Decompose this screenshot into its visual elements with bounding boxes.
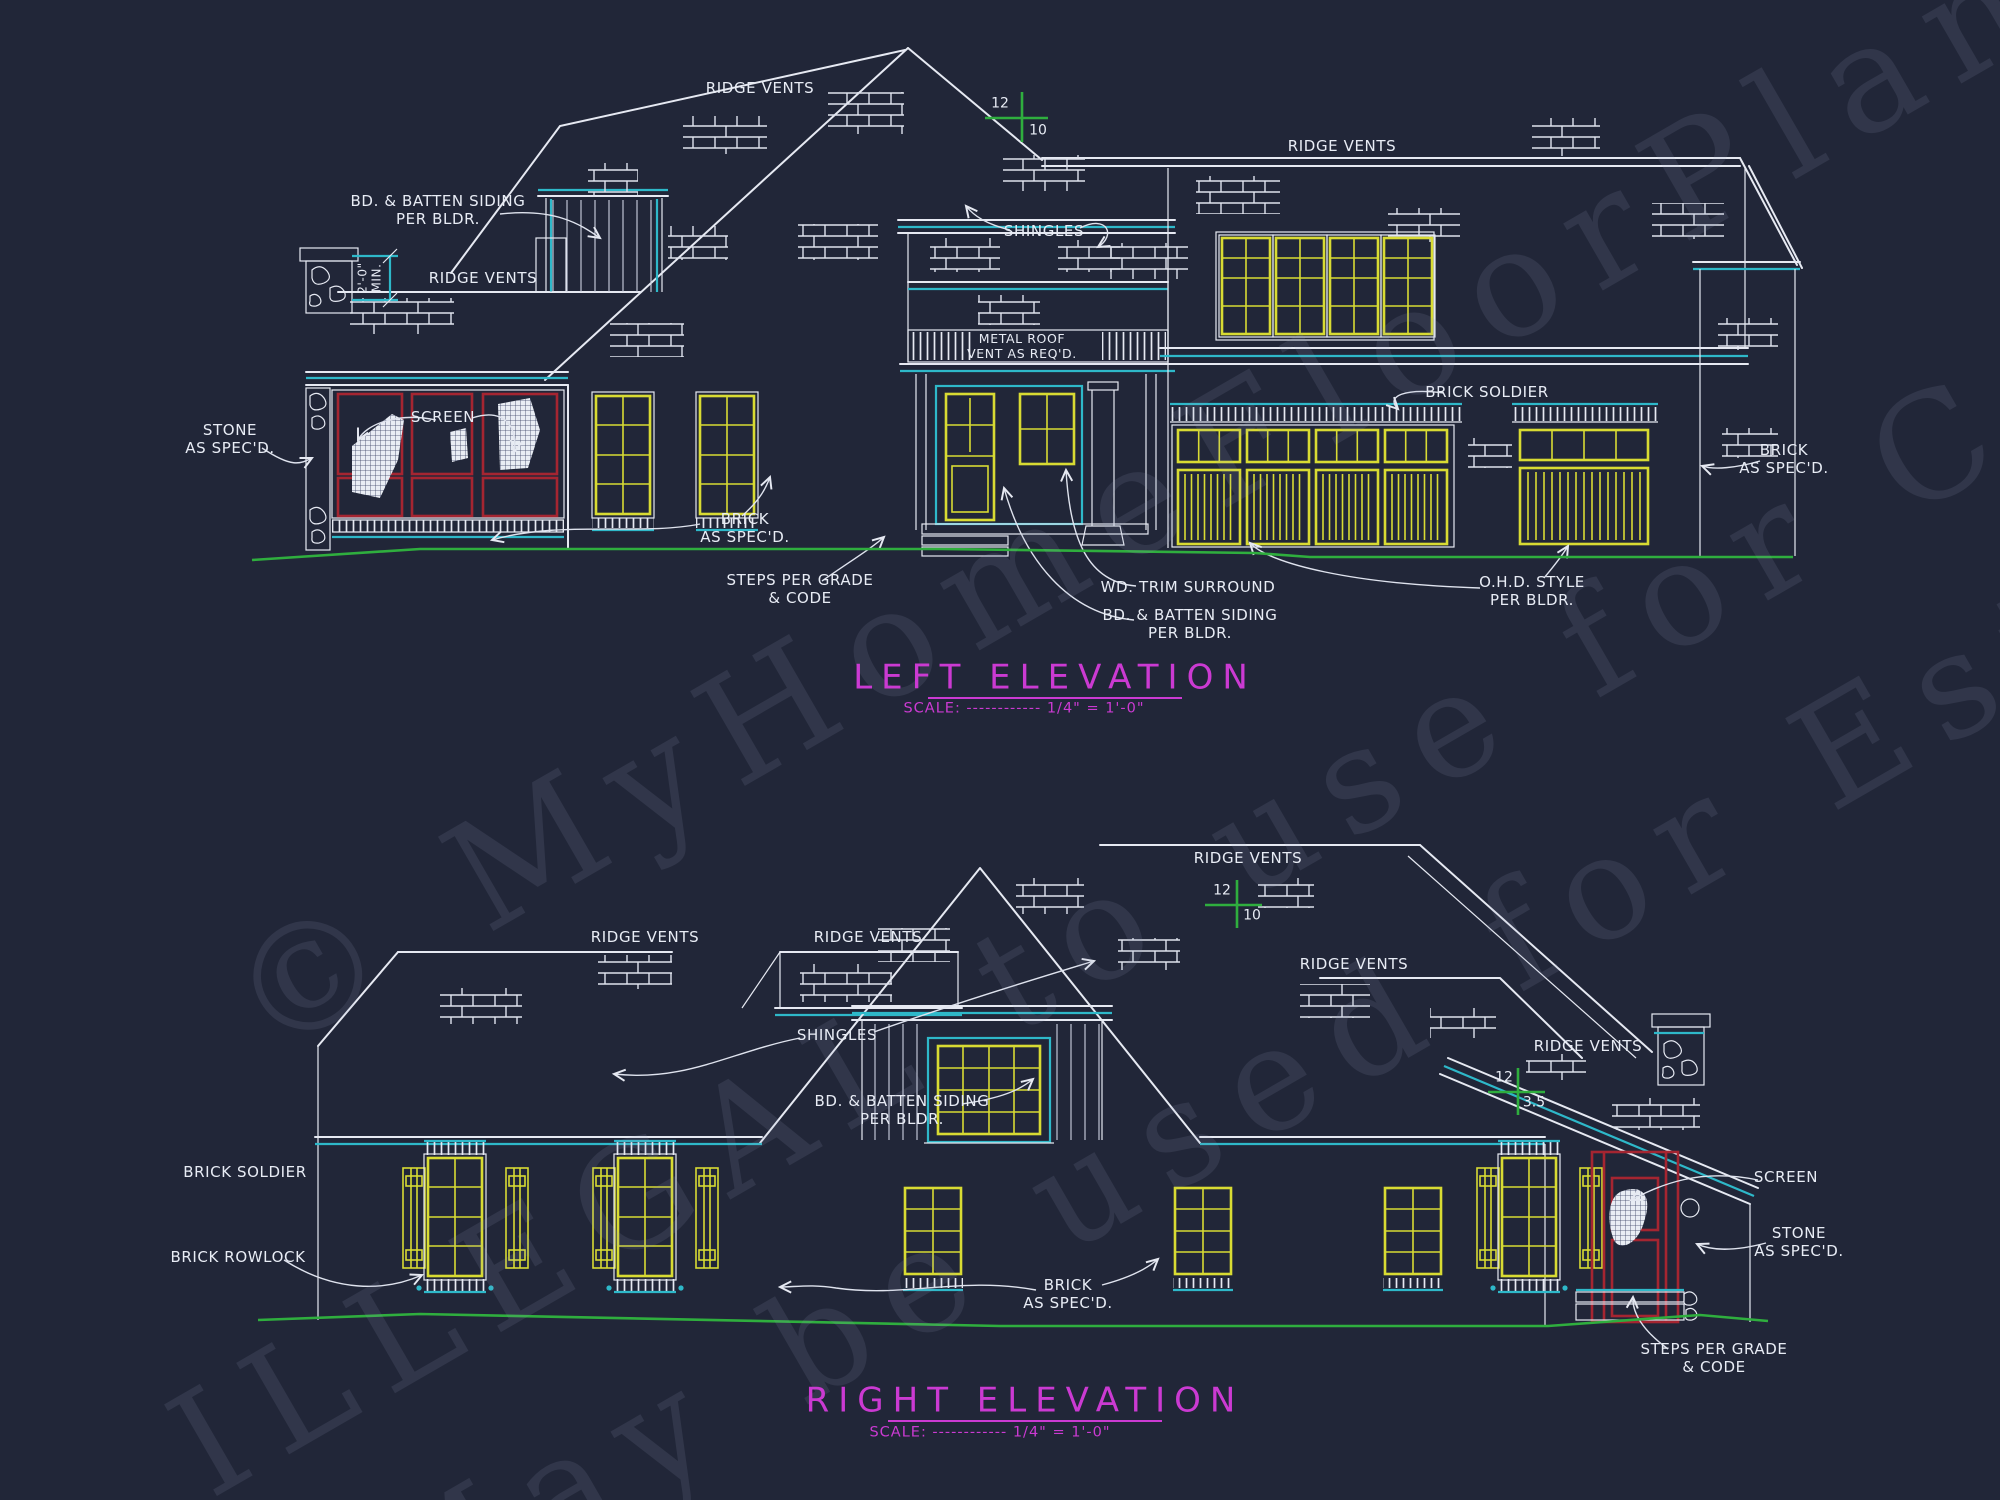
leaders-left bbox=[261, 204, 1761, 621]
stone-chimney-right bbox=[1651, 1013, 1711, 1086]
plain-windows-right bbox=[903, 1186, 1443, 1292]
left-elevation-drawing bbox=[251, 47, 1803, 699]
brick-hatch-patches-right bbox=[440, 878, 1700, 1130]
screened-porch-left bbox=[305, 371, 569, 551]
leaders-right bbox=[283, 957, 1767, 1350]
grade-line-right bbox=[257, 1312, 1769, 1328]
brick-hatch-patches-left bbox=[350, 92, 1778, 468]
stone-chimney-left bbox=[299, 247, 359, 314]
watermark: © MyHomeFloorPlans.com ILLEGAL to use fo… bbox=[143, 0, 2000, 1500]
grade-line-left bbox=[251, 547, 1793, 562]
screen-door-right bbox=[1590, 1150, 1700, 1324]
gable-bumpout bbox=[851, 1005, 1113, 1144]
right-elevation-drawing bbox=[257, 844, 1769, 1422]
entry-tower-left bbox=[897, 219, 1176, 557]
